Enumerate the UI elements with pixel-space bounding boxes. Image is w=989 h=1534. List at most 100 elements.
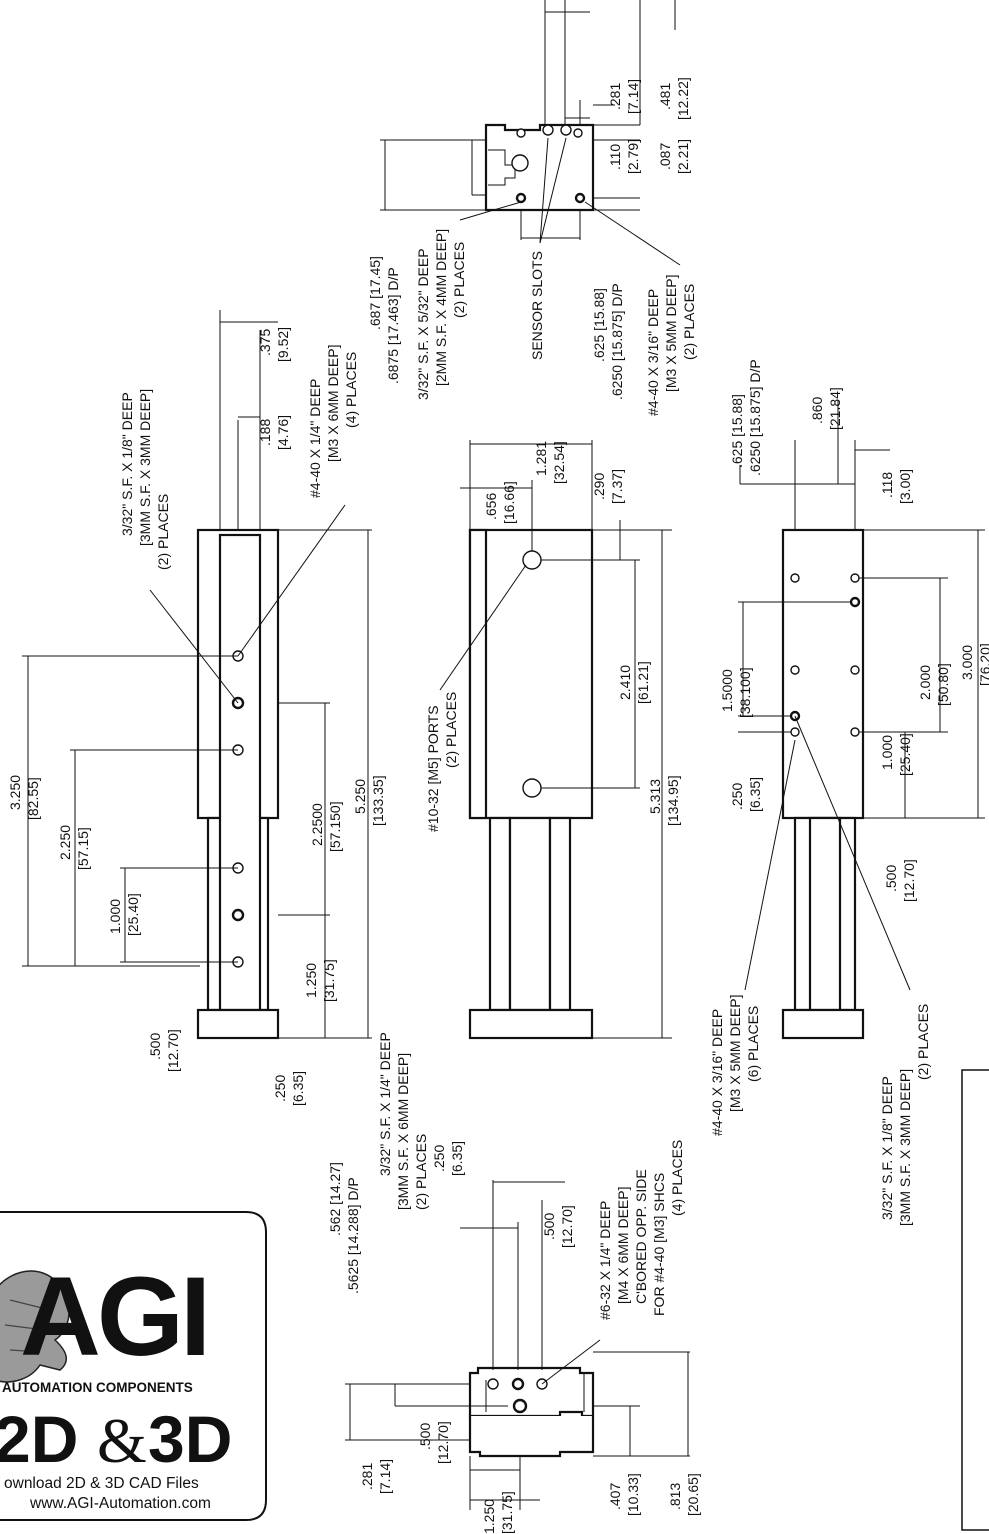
dim-label: [6.35] [449, 1141, 465, 1176]
dim-label: SENSOR SLOTS [529, 251, 545, 360]
dim-label: 3/32" S.F. X 1/4" DEEP [377, 1032, 393, 1176]
top-view-dimensions: .281 [7.14] .481 [12.22] .110 [2.79] .08… [367, 77, 697, 416]
dim-label: (4) PLACES [669, 1140, 685, 1216]
dim-label: [32.54] [551, 441, 567, 484]
dim-label: [3MM S.F. X 3MM DEEP] [137, 389, 153, 546]
dim-label: .281 [359, 1463, 375, 1490]
dim-label: [12.70] [901, 859, 917, 902]
right-view-dimensions: .625 [15.88] .6250 [15.875] D/P .860 [21… [709, 359, 989, 1226]
dim-label: 1.250 [481, 1499, 497, 1534]
dim-label: 3.250 [7, 775, 23, 810]
dim-label: [9.52] [275, 327, 291, 362]
brand-tagline: AUTOMATION COMPONENTS [2, 1380, 193, 1395]
dim-label: [6.35] [290, 1071, 306, 1106]
dim-label: .250 [729, 783, 745, 810]
dim-label: .481 [657, 83, 673, 110]
dim-label: .5625 [14.288] D/P [345, 1177, 361, 1294]
dim-label: [12.70] [559, 1205, 575, 1248]
dim-label: (2) PLACES [681, 284, 697, 360]
dim-label: [3MM S.F. X 3MM DEEP] [897, 1069, 913, 1226]
dim-label: .813 [667, 1483, 683, 1510]
dim-label: [3.00] [897, 469, 913, 504]
dim-label: [3MM S.F. X 6MM DEEP] [395, 1053, 411, 1210]
dim-label: [6.35] [747, 777, 763, 812]
dim-label: [12.70] [165, 1029, 181, 1072]
dim-label: 1.281 [533, 441, 549, 476]
dim-label: .110 [607, 144, 623, 170]
dim-label: 2.000 [917, 665, 933, 700]
dim-label: C'BORED OPP. SIDE [633, 1169, 649, 1304]
dim-label: #4-40 X 3/16" DEEP [709, 1009, 725, 1136]
dim-label: (2) PLACES [915, 1004, 931, 1080]
dim-label: .6875 [17.463] D/P [385, 267, 401, 384]
dim-label: 1.250 [303, 963, 319, 998]
eagle-head-icon [0, 1270, 70, 1383]
dim-label: [M3 X 5MM DEEP] [663, 275, 679, 392]
right-side-view [738, 400, 985, 1040]
dim-label: [M3 X 6MM DEEP] [325, 345, 341, 462]
dim-label: [133.35] [370, 775, 386, 826]
dim-label: .290 [591, 473, 607, 500]
dim-label: .625 [15.88] [591, 288, 607, 362]
dim-label: [57.150] [327, 801, 343, 852]
dim-label: [61.21] [635, 661, 651, 704]
dim-label: [7.37] [609, 469, 625, 504]
dim-label: .087 [657, 143, 673, 170]
dim-label: (2) PLACES [451, 242, 467, 318]
dim-label: 1.000 [879, 735, 895, 770]
dim-label: [M3 X 5MM DEEP] [727, 995, 743, 1112]
dim-label: 2.410 [617, 665, 633, 700]
dim-label: 1.000 [107, 899, 123, 934]
dim-label: .687 [17.45] [367, 256, 383, 330]
dim-label: .281 [607, 83, 623, 110]
download-text: ownload 2D & 3D CAD Files [4, 1475, 199, 1492]
dim-label: .250 [431, 1145, 447, 1172]
dim-label: .375 [257, 329, 273, 356]
dim-label: [12.70] [435, 1421, 451, 1464]
left-view-dimensions: 3/32" S.F. X 1/8" DEEP [3MM S.F. X 3MM D… [7, 327, 386, 1106]
left-side-view [22, 310, 372, 1040]
dim-label: [20.65] [685, 1473, 701, 1516]
dim-label: .500 [541, 1213, 557, 1240]
dim-label: [25.40] [897, 733, 913, 776]
dim-label: (2) PLACES [443, 692, 459, 768]
title-block-frame [961, 1069, 989, 1531]
cad-ampersand: & [97, 1405, 147, 1476]
cad-2d: 2D [0, 1402, 78, 1476]
dim-label: [50.80] [935, 663, 951, 706]
dim-label: FOR #4-40 [M3] SHCS [651, 1173, 667, 1316]
dim-label: (4) PLACES [343, 352, 359, 428]
dim-label: [82.55] [25, 777, 41, 820]
dim-label: [2MM S.F. X 4MM DEEP] [433, 229, 449, 386]
center-side-view [439, 440, 672, 1040]
dim-label: [21.84] [827, 387, 843, 430]
dim-label: 3.000 [959, 645, 975, 680]
dim-label: #6-32 X 1/4" DEEP [597, 1201, 613, 1320]
dim-label: [25.40] [125, 893, 141, 936]
dim-label: .6250 [15.875] D/P [747, 359, 763, 476]
dim-label: [134.95] [665, 775, 681, 826]
dim-label: [31.75] [499, 1491, 515, 1534]
dim-label: [16.66] [501, 481, 517, 524]
dim-label: [4.76] [275, 415, 291, 450]
dim-label: [38.100] [737, 667, 753, 718]
agi-logo-panel: AGI AUTOMATION COMPONENTS 2D & 3D ownloa… [0, 1211, 267, 1521]
dim-label: (6) PLACES [745, 1006, 761, 1082]
dim-label: (2) PLACES [413, 1134, 429, 1210]
dim-label: .860 [809, 397, 825, 424]
dim-label: 2.250 [57, 825, 73, 860]
dim-label: #4-40 X 1/4" DEEP [307, 379, 323, 498]
top-end-view [380, 0, 681, 266]
dim-label: 3/32" S.F. X 1/8" DEEP [879, 1076, 895, 1220]
dim-label: .500 [883, 865, 899, 892]
dim-label: 1.5000 [719, 669, 735, 712]
dim-label: .500 [417, 1423, 433, 1450]
cad-3d: 3D [148, 1402, 232, 1476]
bottom-end-view [345, 1180, 690, 1510]
dim-label: .500 [147, 1033, 163, 1060]
dim-label: [7.14] [377, 1459, 393, 1494]
dim-label: .562 [14.27] [327, 1162, 343, 1236]
dim-label: .407 [607, 1483, 623, 1510]
dim-label: [12.22] [675, 77, 691, 120]
